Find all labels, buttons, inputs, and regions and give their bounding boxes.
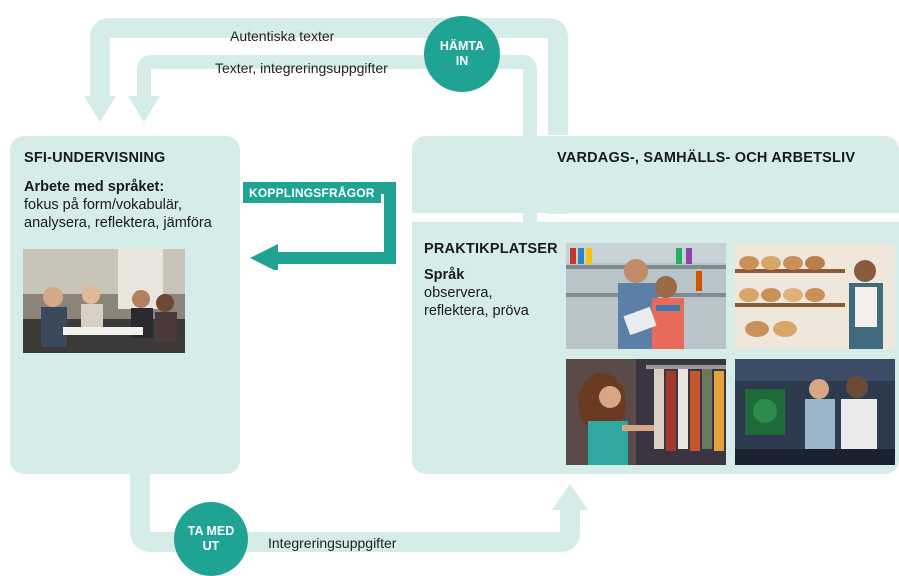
classroom-photo [23, 249, 185, 353]
inner-loop-label: Texter, integreringsuppgifter [215, 60, 388, 76]
sfi-title: SFI-UNDERVISNING [24, 150, 166, 166]
ta-med-ut-line2: UT [202, 539, 220, 553]
bottom-loop-label: Integreringsuppgifter [268, 535, 397, 551]
workshop-photo [735, 359, 895, 465]
inner-arrow-stem-in-box [523, 136, 537, 226]
kopplingsfragor-label: KOPPLINGSFRÅGOR [243, 183, 381, 203]
life-title: VARDAGS-, SAMHÄLLS- OCH ARBETSLIV [557, 150, 856, 166]
inner-top-arrowhead [128, 96, 160, 122]
sfi-line2: analysera, reflektera, jämföra [24, 215, 212, 231]
sfi-subtitle: Arbete med språket: [24, 179, 165, 195]
outer-top-arrow [90, 18, 568, 135]
ta-med-ut-badge: TA MED UT [174, 502, 248, 576]
clothing-store-photo [566, 359, 726, 465]
bakery-photo [735, 243, 895, 349]
praktik-text: Språk observera, reflektera, pröva [424, 266, 564, 320]
praktik-title: PRAKTIKPLATSER [424, 241, 558, 257]
bottom-arrow [130, 468, 580, 552]
bottom-arrowhead [552, 484, 588, 510]
sfi-line1: fokus på form/vokabulär, [24, 197, 182, 213]
ta-med-ut-line1: TA MED [187, 524, 235, 538]
outer-top-arrowhead [84, 96, 116, 122]
sfi-text: Arbete med språket: fokus på form/vokabu… [24, 178, 236, 232]
outer-arrow-stem-in-box [548, 136, 568, 214]
praktik-line2: reflektera, pröva [424, 303, 529, 319]
praktik-subtitle: Språk [424, 267, 465, 283]
hamta-in-line2: IN [455, 54, 469, 68]
outer-loop-label: Autentiska texter [230, 28, 335, 44]
hamta-in-badge: HÄMTA IN [424, 16, 500, 92]
praktik-line1: observera, [424, 285, 493, 301]
inner-top-arrow [137, 55, 537, 225]
life-divider-horizontal [412, 213, 899, 222]
library-photo [566, 243, 726, 349]
hamta-in-line1: HÄMTA [439, 39, 485, 53]
